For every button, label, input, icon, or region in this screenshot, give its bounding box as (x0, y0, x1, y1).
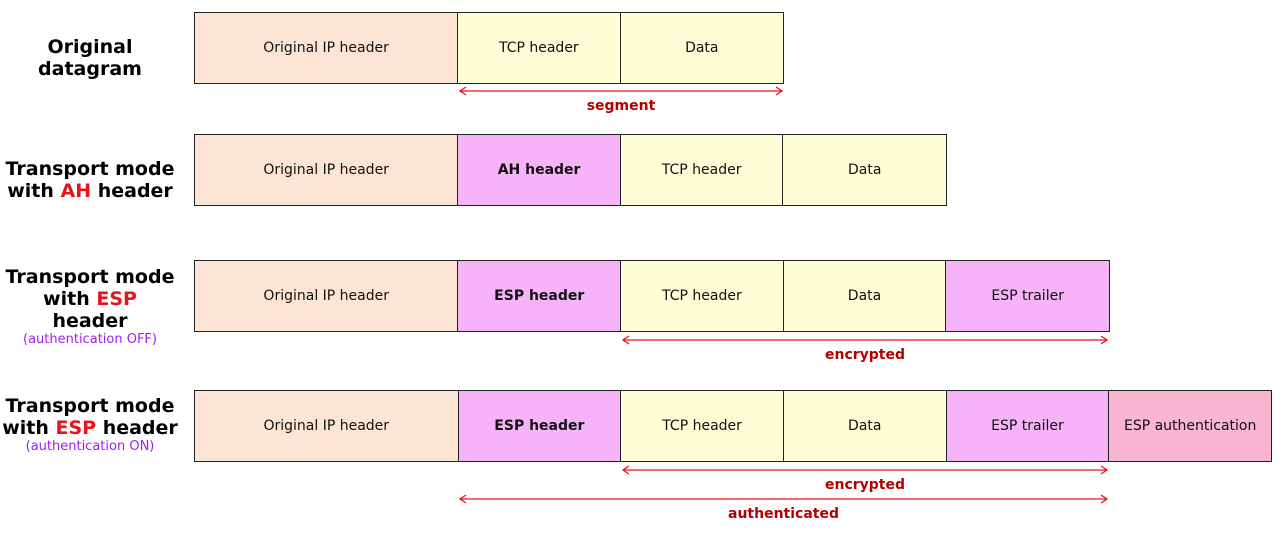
cell-original-ip-header: Original IP header (195, 391, 459, 461)
cell-data: Data (783, 391, 947, 461)
row-label-post: header (91, 180, 173, 202)
span-label-segment: segment (586, 98, 656, 114)
row-label-line1: Transport mode (5, 266, 175, 288)
cell-tcp-header: TCP header (620, 135, 784, 205)
row-label-highlight: ESP (96, 288, 137, 310)
double-arrow-icon (621, 335, 1109, 345)
row-label-pre: with (43, 288, 97, 310)
cell-esp-authentication: ESP authentication (1109, 391, 1272, 461)
row-label-highlight: AH (60, 180, 92, 202)
row-label-original-datagram: Original datagram (4, 36, 176, 80)
row-label-sub: (authentication ON) (25, 439, 155, 454)
row-label-transport-ah: Transport mode with AH header (4, 158, 176, 202)
packet-original-datagram: Original IP header TCP header Data (194, 12, 784, 84)
packet-transport-esp-auth-on: Original IP header ESP header TCP header… (194, 390, 1272, 462)
double-arrow-icon (458, 86, 784, 96)
span-label-encrypted: encrypted (824, 347, 906, 363)
row-label-text: Original datagram (38, 36, 142, 80)
cell-data: Data (620, 13, 784, 83)
row-label-post: header (52, 310, 128, 332)
row-label-pre: with (2, 417, 56, 439)
row-label-post: header (96, 417, 178, 439)
row-label-transport-esp-auth-on: Transport mode with ESP header (authenti… (0, 395, 180, 455)
span-encrypted: encrypted (621, 465, 1109, 493)
span-encrypted: encrypted (621, 335, 1109, 363)
cell-esp-header: ESP header (458, 391, 622, 461)
cell-tcp-header: TCP header (458, 13, 621, 83)
cell-original-ip-header: Original IP header (195, 261, 459, 331)
span-label-encrypted: encrypted (824, 477, 906, 493)
cell-tcp-header: TCP header (621, 391, 784, 461)
row-label-highlight: ESP (55, 417, 97, 439)
double-arrow-icon (458, 494, 1109, 504)
cell-esp-trailer: ESP trailer (946, 391, 1110, 461)
row-label-pre: with (7, 180, 61, 202)
row-label-line1: Transport mode (5, 158, 175, 180)
cell-esp-header: ESP header (458, 261, 622, 331)
packet-transport-esp-auth-off: Original IP header ESP header TCP header… (194, 260, 1110, 332)
cell-ah-header: AH header (458, 135, 621, 205)
span-label-authenticated: authenticated (728, 506, 839, 522)
row-label-sub: (authentication OFF) (23, 332, 157, 347)
cell-original-ip-header: Original IP header (195, 135, 459, 205)
cell-original-ip-header: Original IP header (195, 13, 459, 83)
row-label-transport-esp-auth-off: Transport mode with ESP header (authenti… (4, 266, 176, 348)
span-segment: segment (458, 86, 784, 114)
double-arrow-icon (621, 465, 1109, 475)
span-authenticated: authenticated (458, 494, 1109, 522)
row-label-line1: Transport mode (5, 395, 175, 417)
cell-data: Data (783, 135, 946, 205)
packet-transport-ah: Original IP header AH header TCP header … (194, 134, 947, 206)
cell-esp-trailer: ESP trailer (946, 261, 1109, 331)
cell-data: Data (783, 261, 947, 331)
cell-tcp-header: TCP header (621, 261, 784, 331)
